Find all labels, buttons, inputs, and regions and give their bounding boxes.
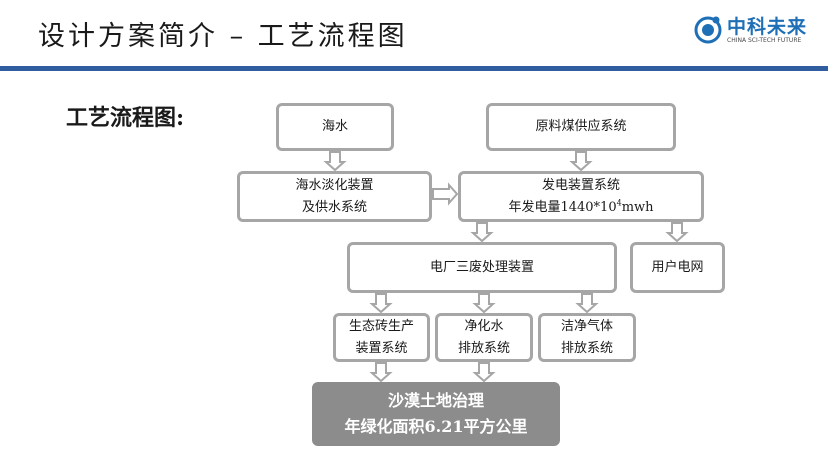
arrow-power-to-grid [665,222,689,243]
node-water-line-2: 排放系统 [457,340,510,356]
arrow-power-to-waste [470,222,494,243]
node-brick-line-1: 生态砖生产 [348,318,414,334]
node-raw-coal-line-1: 原料煤供应系统 [535,119,627,134]
node-gas-line-2: 排放系统 [560,340,613,356]
node-seawater: 海水 [276,103,394,151]
slide-title: 设计方案简介 – 工艺流程图 [38,21,408,52]
arrow-seawater-to-desalination [323,151,347,172]
arrow-brick-to-result [369,362,393,383]
arrow-waste-to-brick [369,293,393,314]
node-desalination: 海水淡化装置 及供水系统 [237,171,432,222]
node-power-capacity: 年发电量1440*104mwh [508,197,653,219]
arrow-desalination-to-power [432,182,459,206]
node-power-generation: 发电装置系统 年发电量1440*104mwh [458,171,704,222]
arrow-water-to-result [472,362,496,383]
node-brick-line-2: 装置系统 [355,340,408,356]
section-subtitle: 工艺流程图: [66,105,185,131]
node-gas-discharge: 洁净气体 排放系统 [538,313,636,362]
arrow-waste-to-gas [575,293,599,314]
node-result-line-1: 沙漠土地治理 [387,391,484,410]
arrow-coal-to-power [569,151,593,172]
node-seawater-line-1: 海水 [321,119,348,134]
node-waste-line-1: 电厂三废处理装置 [429,259,534,275]
node-result-line-2: 年绿化面积6.21平方公里 [344,417,528,436]
node-raw-coal: 原料煤供应系统 [486,103,676,151]
node-eco-brick: 生态砖生产 装置系统 [333,313,430,362]
node-water-discharge: 净化水 排放系统 [435,313,533,362]
power-capacity-prefix: 年发电量1440*10 [508,199,617,215]
logo-name-cn: 中科未来 [727,16,808,38]
power-capacity-exponent: 4 [616,198,622,208]
node-power-line-1: 发电装置系统 [541,177,620,193]
node-gas-line-1: 洁净气体 [560,318,613,334]
company-logo: 中科未来 CHINA SCI-TECH FUTURE [693,10,818,50]
logo-name-en: CHINA SCI-TECH FUTURE [727,37,802,44]
node-user-grid: 用户电网 [630,242,725,293]
power-capacity-unit: mwh [621,199,654,215]
logo-mark-icon [694,16,722,44]
arrow-waste-to-water [472,293,496,314]
node-desalination-line-1: 海水淡化装置 [295,177,374,193]
node-desert-reclamation: 沙漠土地治理 年绿化面积6.21平方公里 [312,382,560,446]
node-grid-line-1: 用户电网 [651,259,704,275]
node-water-line-1: 净化水 [464,318,504,334]
title-rule [0,66,828,71]
node-waste-treatment: 电厂三废处理装置 [347,242,617,293]
node-desalination-line-2: 及供水系统 [301,199,367,215]
